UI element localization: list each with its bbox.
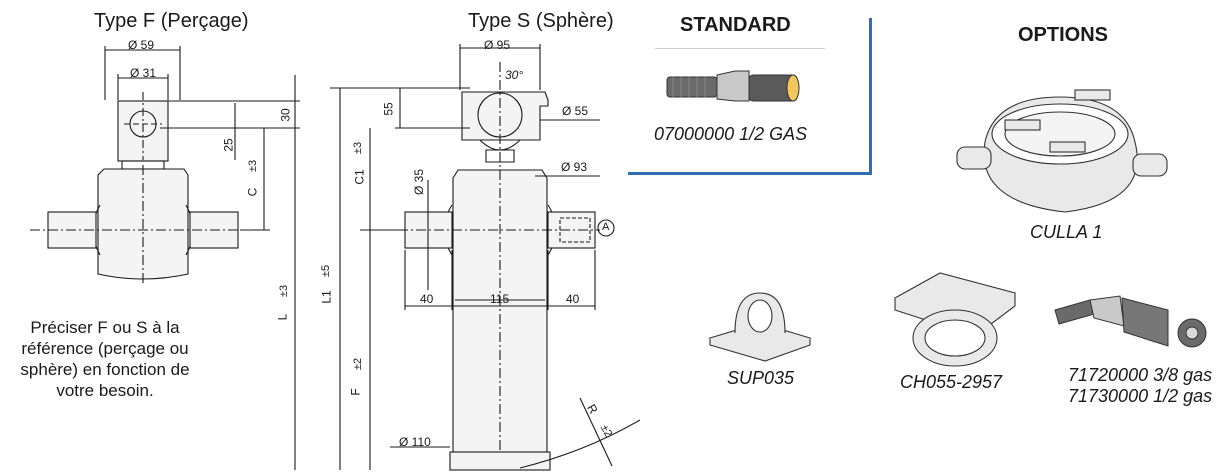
dim-c-tol: ±3 [247, 159, 260, 173]
ch055-2957-image [893, 272, 1017, 367]
standard-title: STANDARD [680, 14, 791, 36]
options-title: OPTIONS [1018, 24, 1109, 46]
dim-c1: C1 [352, 169, 367, 185]
option-caption-ch055: CH055-2957 [900, 372, 1003, 392]
dim-d110: Ø 110 [399, 435, 431, 449]
option-caption-fitting-12: 71730000 1/2 gas [1068, 386, 1213, 406]
fittings-option-image [1054, 295, 1207, 348]
standard-caption: 07000000 1/2 GAS [654, 124, 808, 144]
dim-c1-tol: ±3 [352, 141, 365, 155]
dim-d31: Ø 31 [130, 66, 157, 80]
dim-c: C [245, 187, 260, 197]
dim-h25: 25 [221, 138, 236, 152]
cylinder-drawing [30, 44, 640, 471]
callout-a: A [602, 221, 610, 233]
dim-h55: 55 [381, 102, 396, 116]
option-caption-sup035: SUP035 [727, 368, 795, 388]
dim-f: F [348, 388, 363, 396]
dim-d35: Ø 35 [412, 168, 427, 196]
dim-l: L [275, 313, 290, 321]
option-caption-culla: CULLA 1 [1030, 222, 1103, 242]
fitting-standard-image [666, 70, 800, 102]
dim-w115: 115 [490, 292, 510, 306]
dim-h30: 30 [278, 108, 293, 122]
standard-bottom-border [628, 172, 872, 175]
standard-right-border [869, 18, 872, 175]
type-s-title: Type S (Sphère) [468, 10, 614, 32]
dim-f-tol: ±2 [352, 357, 365, 371]
dim-d59: Ø 59 [128, 38, 155, 52]
sup035-image [708, 292, 812, 362]
dim-angle: 30° [505, 68, 524, 82]
standard-underline [655, 48, 825, 49]
option-caption-fitting-38: 71720000 3/8 gas [1068, 365, 1213, 385]
dim-d55: Ø 55 [562, 104, 589, 118]
type-f-title: Type F (Perçage) [94, 10, 249, 32]
dim-l-tol: ±3 [278, 284, 291, 298]
culla-1-image [956, 89, 1168, 213]
instruction-note: Préciser F ou S à la référence (perçage … [20, 318, 190, 400]
dim-d93: Ø 93 [561, 160, 588, 174]
dim-d95: Ø 95 [484, 38, 511, 52]
dim-l1: L1 [319, 290, 334, 304]
dim-w40-right: 40 [566, 292, 580, 306]
dim-l1-tol: ±5 [320, 264, 333, 278]
dim-w40-left: 40 [420, 292, 434, 306]
